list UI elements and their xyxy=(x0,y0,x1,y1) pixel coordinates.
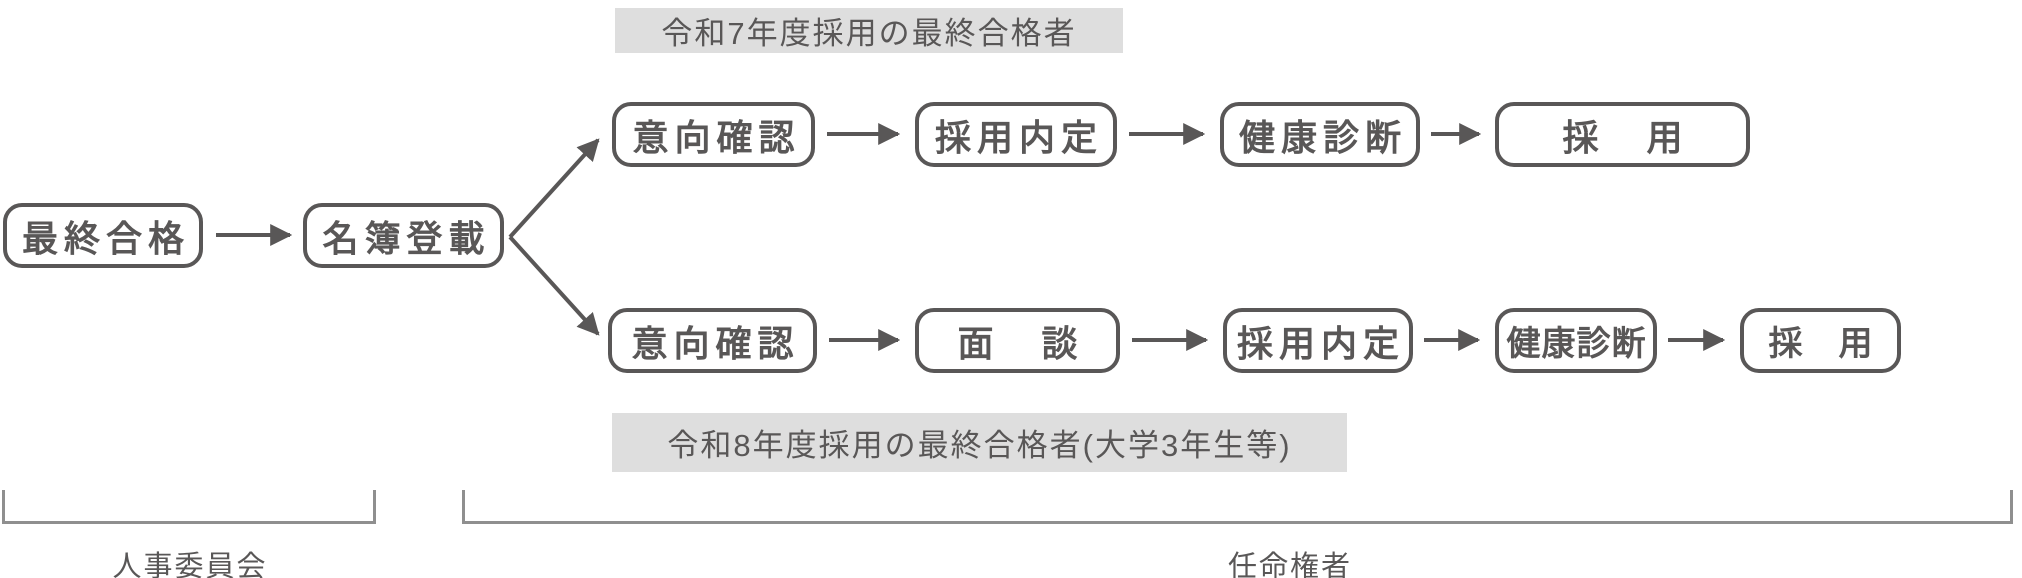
step-box-r8-job-offer: 採用内定 xyxy=(1223,308,1413,373)
step-box-r7-health-check: 健康診断 xyxy=(1220,102,1420,167)
banner-reiwa7: 令和7年度採用の最終合格者 xyxy=(615,8,1123,53)
step-box-r8-employment: 採 用 xyxy=(1740,308,1901,373)
arrow-branch-up xyxy=(508,138,600,239)
label-personnel-committee: 人事委員会 xyxy=(112,551,268,578)
step-box-r7-intent-check: 意向確認 xyxy=(612,102,815,167)
bracket-appointing-authority xyxy=(462,490,2013,524)
step-box-r7-job-offer: 採用内定 xyxy=(915,102,1117,167)
step-box-roster: 名簿登載 xyxy=(303,203,504,268)
bracket-personnel-committee xyxy=(2,490,376,524)
label-appointing-authority: 任命権者 xyxy=(1227,551,1352,578)
arrow-branch-down xyxy=(508,235,600,336)
banner-reiwa8: 令和8年度採用の最終合格者(大学3年生等) xyxy=(612,413,1347,472)
step-box-r8-interview: 面 談 xyxy=(915,308,1120,373)
step-box-r8-intent-check: 意向確認 xyxy=(608,308,817,373)
step-box-final-pass: 最終合格 xyxy=(3,203,203,268)
step-box-r7-employment: 採 用 xyxy=(1495,102,1750,167)
step-box-r8-health-check: 健康診断 xyxy=(1495,308,1657,373)
